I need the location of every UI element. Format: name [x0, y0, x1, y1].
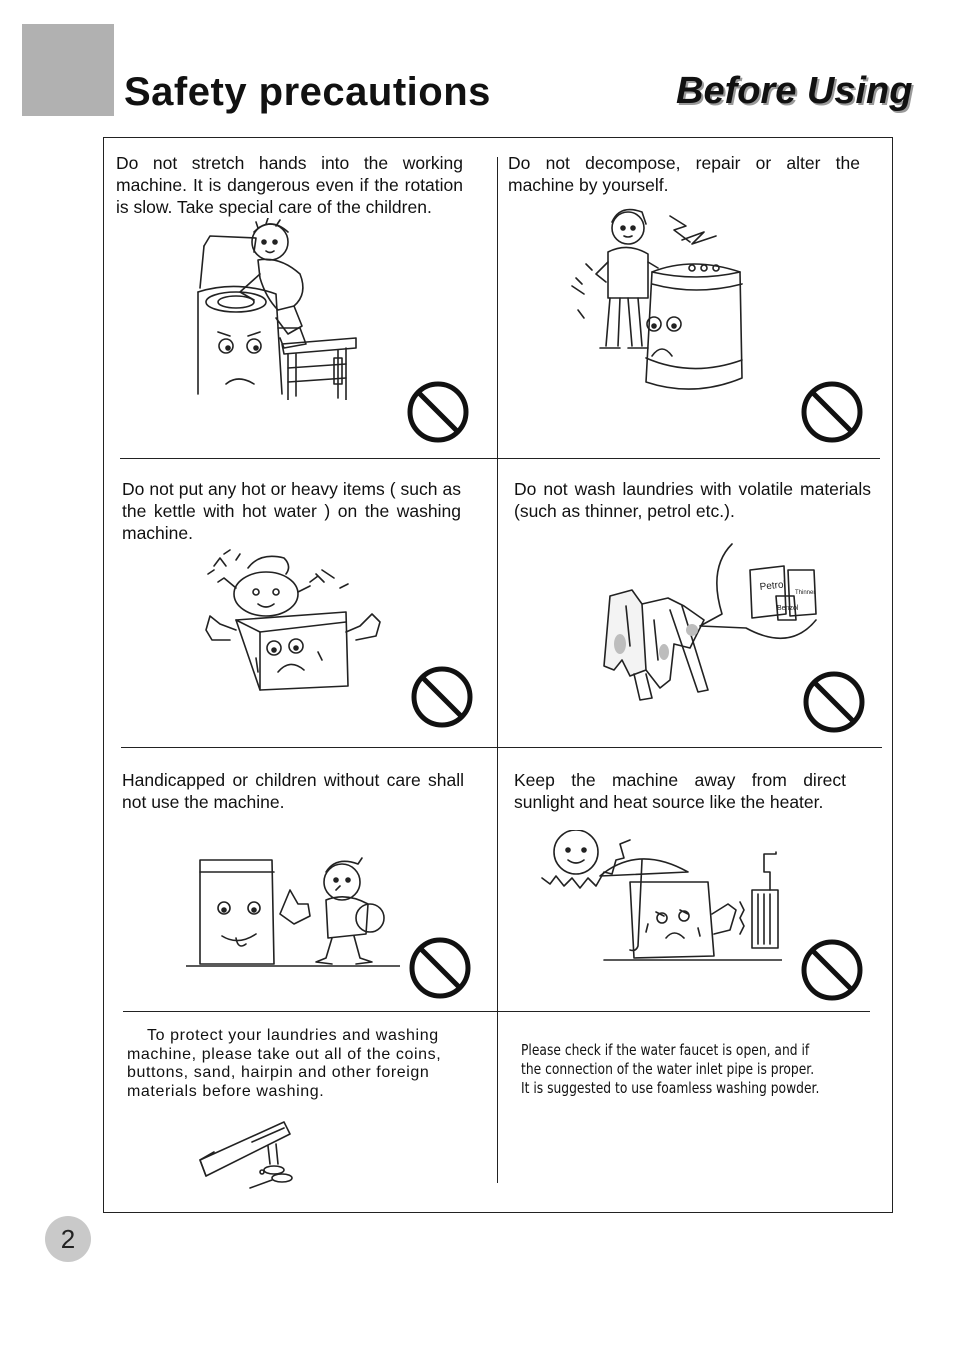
prohibition-icon [411, 666, 473, 728]
warning-coins-text: To protect your laundries and washing ma… [127, 1027, 442, 1100]
precautions-frame [103, 137, 893, 1213]
warning-sunlight-text: Keep the machine away from direct sunlig… [514, 770, 846, 812]
prohibition-icon [801, 939, 863, 1001]
prohibition-icon [803, 671, 865, 733]
header-gray-block [22, 24, 114, 116]
child-and-washer-illustration [186, 857, 400, 967]
grid-divider-row-3 [123, 1011, 870, 1012]
warning-kettle-text: Do not put any hot or heavy items ( such… [122, 479, 461, 543]
faucet-note-line-1: Please check if the water faucet is open… [521, 1041, 810, 1059]
benzol-label: Benzol [777, 605, 799, 612]
faucet-note-line-2: the connection of the water inlet pipe i… [521, 1060, 815, 1078]
foreign-objects-illustration [199, 1121, 293, 1189]
grid-divider-row-1 [120, 458, 880, 459]
sun-and-heater-illustration [541, 830, 782, 961]
kettle-on-washer-illustration [205, 549, 381, 691]
faucet-note-line-3: It is suggested to use foamless washing … [521, 1079, 820, 1097]
man-repairing-washer-illustration [571, 208, 743, 390]
child-reaching-into-washer-illustration [197, 218, 357, 400]
page-number-badge: 2 [45, 1216, 91, 1262]
clothes-and-solvents-illustration: Petrol Thinner Benzol [603, 543, 817, 701]
grid-divider-row-2 [121, 747, 882, 748]
warning-children-text: Handicapped or children without care sha… [122, 770, 464, 812]
page-title: Safety precautions [124, 70, 491, 114]
petrol-label: Petrol [759, 579, 786, 593]
prohibition-icon [801, 381, 863, 443]
prohibition-icon [407, 381, 469, 443]
warning-repair-text: Do not decompose, repair or alter the ma… [508, 153, 860, 195]
page-number: 2 [60, 1223, 76, 1254]
thinner-label: Thinner [795, 590, 815, 596]
warning-hands-text: Do not stretch hands into the working ma… [116, 153, 463, 217]
grid-divider-vertical [497, 157, 498, 1183]
section-title: Before Using [676, 70, 913, 112]
warning-volatile-text: Do not wash laundries with volatile mate… [514, 479, 871, 521]
prohibition-icon [409, 937, 471, 999]
